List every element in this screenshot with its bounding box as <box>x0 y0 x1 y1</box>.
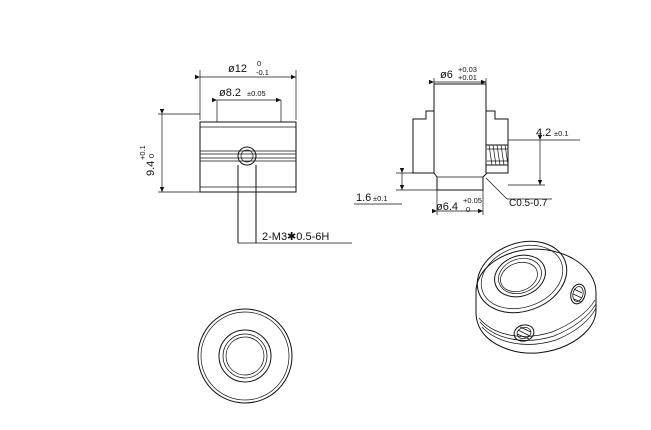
side-view: ø6 +0.03 +0.01 4.2 ±0.1 1.6 ±0.1 ø6.4 +0… <box>354 65 580 215</box>
height-label: 9.4 <box>145 161 157 176</box>
set-screw <box>485 144 509 166</box>
bore-dia-label: ø6 <box>440 69 453 81</box>
height-lower: 0 <box>147 154 156 158</box>
outer-dia-label: ø12 <box>228 63 247 75</box>
step-dia-label: ø6.4 <box>436 201 458 213</box>
chamfer-label: C0.5-0.7 <box>509 198 548 209</box>
step-height-label: 1.6 <box>356 192 371 204</box>
front-view: ø12 0 -0.1 ø8.2 ±0.05 9.4 +0.1 0 2-M3✱0.… <box>138 59 352 244</box>
screw-offset-label: 4.2 <box>536 127 551 139</box>
outer-dia-upper: 0 <box>257 59 261 68</box>
isometric-view <box>475 240 597 354</box>
step-height-tol: ±0.1 <box>373 194 388 203</box>
height-upper: +0.1 <box>138 145 147 160</box>
screw-offset-tol: ±0.1 <box>554 129 569 138</box>
step-dia-upper: +0.05 <box>463 196 482 205</box>
inner-dia-label: ø8.2 <box>219 87 241 99</box>
step-dia-lower: 0 <box>466 205 470 214</box>
screw-hole-circle <box>237 146 257 166</box>
inner-dia-tol: ±0.05 <box>247 89 266 98</box>
thread-label: 2-M3✱0.5-6H <box>262 231 329 243</box>
outer-dia-lower: -0.1 <box>256 68 269 77</box>
top-view <box>197 308 293 404</box>
bore-dia-upper: +0.03 <box>458 65 477 74</box>
bore-dia-lower: +0.01 <box>458 73 477 82</box>
